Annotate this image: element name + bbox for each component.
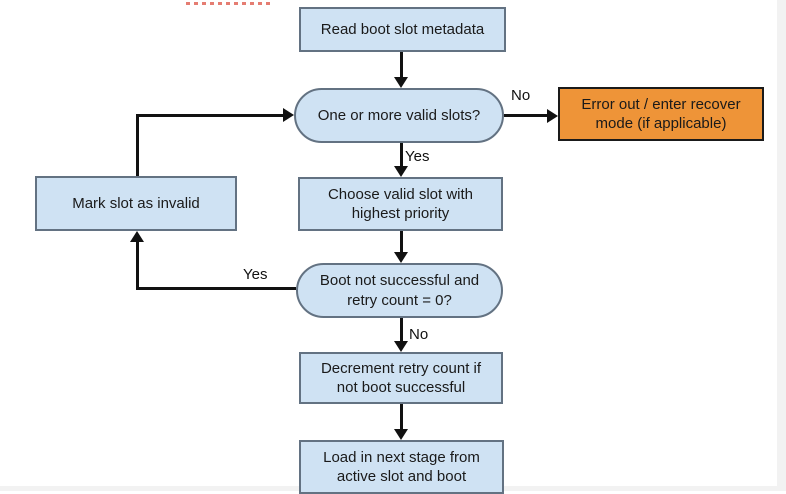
edge-label-no: No [409,326,429,343]
node-one-or-more-valid-slots: One or more valid slots? [294,88,504,143]
edge-line [400,404,403,430]
edge-line [400,318,403,342]
node-decrement-retry-count: Decrement retry count if not boot succes… [299,352,503,404]
arrowhead-down-icon [394,166,408,177]
arrowhead-down-icon [394,429,408,440]
edge-line [136,114,139,176]
node-error-out-recover-mode: Error out / enter recover mode (if appli… [558,87,764,141]
arrowhead-down-icon [394,77,408,88]
arrowhead-down-icon [394,252,408,263]
arrowhead-right-icon [547,109,558,123]
node-boot-not-successful-retry-check: Boot not successful and retry count = 0? [296,263,503,318]
arrowhead-up-icon [130,231,144,242]
edge-line [400,143,403,167]
edge-line [400,52,403,79]
edge-line [504,114,547,117]
node-mark-slot-invalid: Mark slot as invalid [35,176,237,231]
edge-line [137,114,283,117]
right-page-gutter [777,0,786,491]
arrowhead-down-icon [394,341,408,352]
spellcheck-underline-fragment [186,2,272,5]
edge-label-yes: Yes [405,148,430,165]
arrowhead-right-icon [283,108,294,122]
edge-label-yes: Yes [243,266,268,283]
edge-line [400,231,403,253]
node-load-next-stage: Load in next stage from active slot and … [299,440,504,494]
edge-line [136,242,139,290]
edge-label-no: No [511,87,531,104]
node-choose-valid-slot: Choose valid slot with highest priority [298,177,503,231]
node-read-boot-slot-metadata: Read boot slot metadata [299,7,506,52]
edge-line [137,287,296,290]
